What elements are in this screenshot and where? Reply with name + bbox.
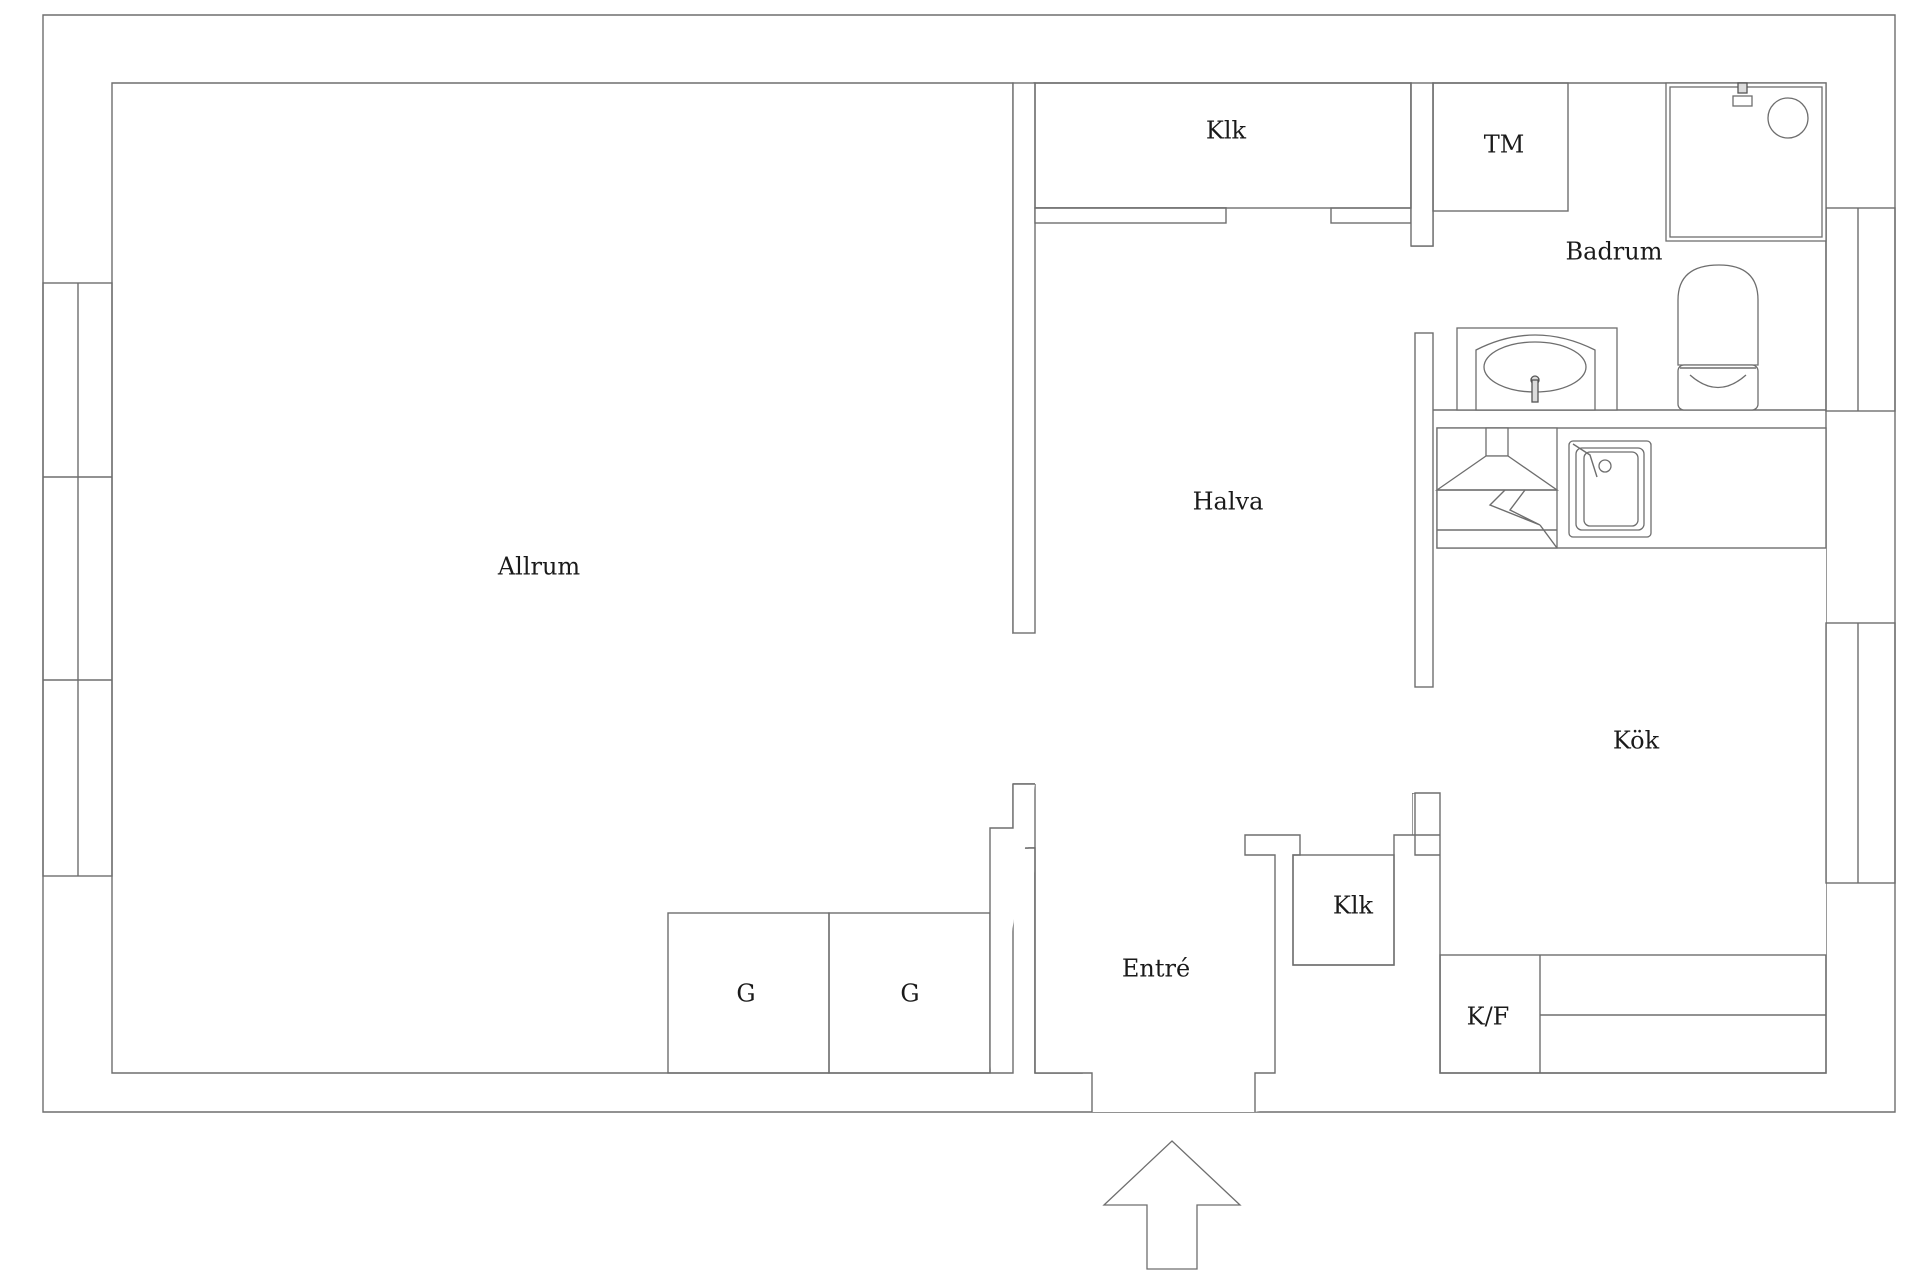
left-windows [42,282,113,877]
kitchen-sink-icon [1568,440,1652,538]
right-windows [1825,207,1896,884]
label-klk-bottom: Klk [1333,892,1374,920]
shower-icon [1665,82,1827,242]
stove-hood-icon [1434,427,1560,549]
sink-icon [1456,327,1618,411]
partition-walls [1012,82,1441,1112]
kitchen-units [1439,954,1827,1074]
label-g2: G [900,980,919,1008]
label-entre: Entré [1122,955,1190,983]
label-badrum: Badrum [1566,238,1663,266]
label-kok: Kök [1613,727,1660,755]
label-tm: TM [1484,131,1525,159]
closet-bottom [1292,854,1395,966]
label-allrum: Allrum [497,553,581,581]
g-cupboards [667,783,1035,1074]
label-klk-top: Klk [1206,117,1247,145]
kitchen-counter [1434,427,1827,549]
entrance-arrow-icon [1102,1140,1242,1270]
label-halva: Halva [1193,488,1264,516]
closet-top [1034,82,1412,209]
toilet-icon [1677,264,1759,411]
label-kf: K/F [1467,1003,1510,1031]
label-g1: G [736,980,755,1008]
tm-room [1432,82,1569,212]
